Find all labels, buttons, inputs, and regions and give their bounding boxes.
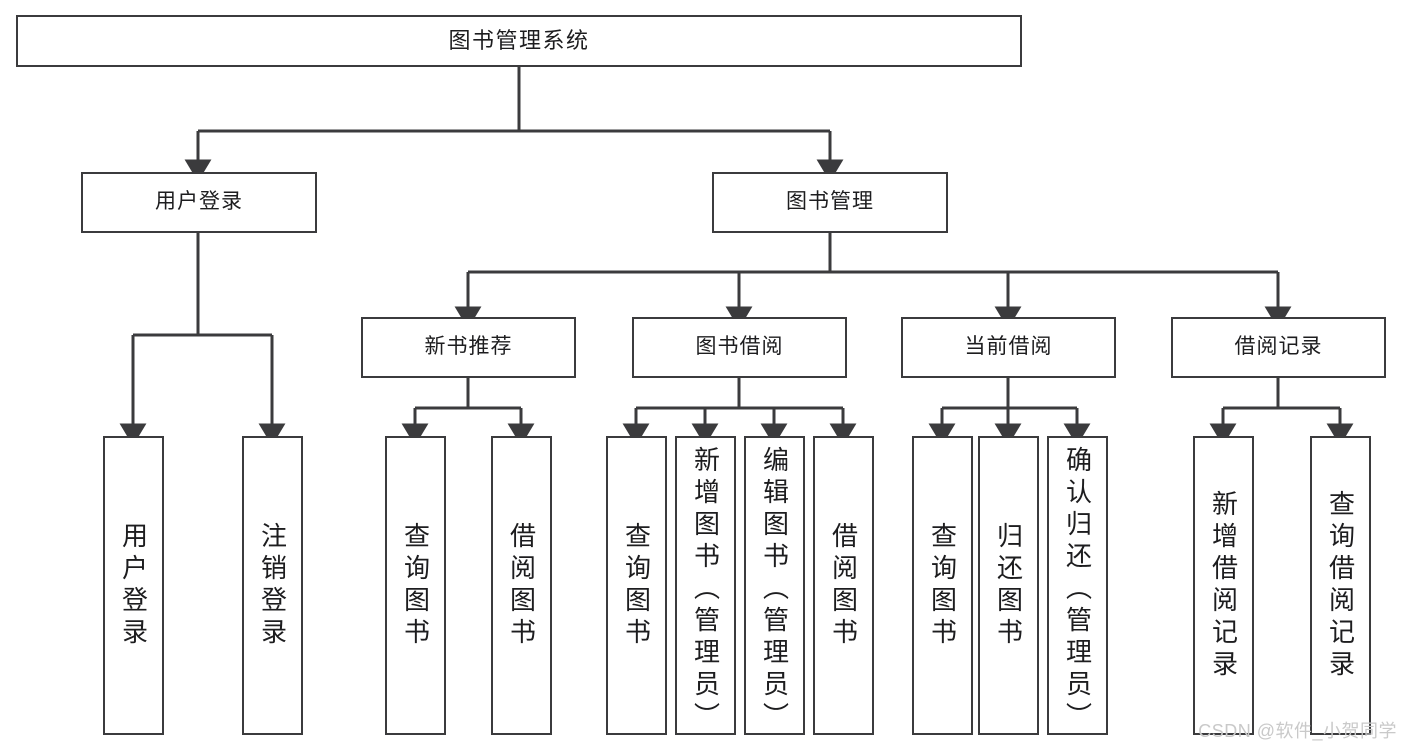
leaf-edit-book-admin[interactable]: 编辑图书（管理员）	[744, 436, 805, 735]
node-label: 新增图书（管理员）	[690, 446, 721, 734]
leaf-borrow-book-recommend[interactable]: 借阅图书	[491, 436, 552, 735]
leaf-query-borrow-record[interactable]: 查询借阅记录	[1310, 436, 1371, 735]
node-label: 图书借阅	[695, 335, 784, 359]
node-label: 图书管理系统	[448, 28, 590, 54]
node-label: 图书管理	[786, 190, 874, 214]
node-label: 新书推荐	[424, 335, 513, 359]
leaf-add-book-admin[interactable]: 新增图书（管理员）	[675, 436, 736, 735]
node-label: 借阅记录	[1234, 335, 1323, 359]
node-label: 查询借阅记录	[1325, 489, 1356, 682]
node-label: 编辑图书（管理员）	[759, 446, 790, 734]
leaf-borrow-book[interactable]: 借阅图书	[813, 436, 874, 735]
node-label: 借阅图书	[828, 521, 859, 650]
node-label: 借阅图书	[506, 521, 537, 650]
leaf-logout[interactable]: 注销登录	[242, 436, 303, 735]
node-label: 查询图书	[400, 521, 431, 650]
node-label: 当前借阅	[964, 335, 1053, 359]
node-label: 用户登录	[155, 190, 243, 214]
node-label: 查询图书	[621, 521, 652, 650]
node-book-borrow[interactable]: 图书借阅	[632, 317, 847, 378]
node-label: 查询图书	[927, 521, 958, 650]
node-label: 确认归还（管理员）	[1062, 446, 1093, 734]
leaf-query-book-current[interactable]: 查询图书	[912, 436, 973, 735]
node-user-login[interactable]: 用户登录	[81, 172, 317, 233]
node-label: 归还图书	[993, 521, 1024, 650]
node-root-system[interactable]: 图书管理系统	[16, 15, 1022, 67]
node-label: 注销登录	[257, 521, 288, 650]
leaf-query-book-borrow[interactable]: 查询图书	[606, 436, 667, 735]
watermark-text: CSDN @软件_小贺同学	[1198, 721, 1397, 741]
node-new-book-recommend[interactable]: 新书推荐	[361, 317, 576, 378]
leaf-return-book[interactable]: 归还图书	[978, 436, 1039, 735]
leaf-add-borrow-record[interactable]: 新增借阅记录	[1193, 436, 1254, 735]
node-label: 新增借阅记录	[1208, 489, 1239, 682]
node-borrow-record[interactable]: 借阅记录	[1171, 317, 1386, 378]
leaf-query-book-recommend[interactable]: 查询图书	[385, 436, 446, 735]
node-book-management[interactable]: 图书管理	[712, 172, 948, 233]
node-current-borrow[interactable]: 当前借阅	[901, 317, 1116, 378]
leaf-user-login[interactable]: 用户登录	[103, 436, 164, 735]
node-label: 用户登录	[118, 521, 149, 650]
leaf-confirm-return-admin[interactable]: 确认归还（管理员）	[1047, 436, 1108, 735]
